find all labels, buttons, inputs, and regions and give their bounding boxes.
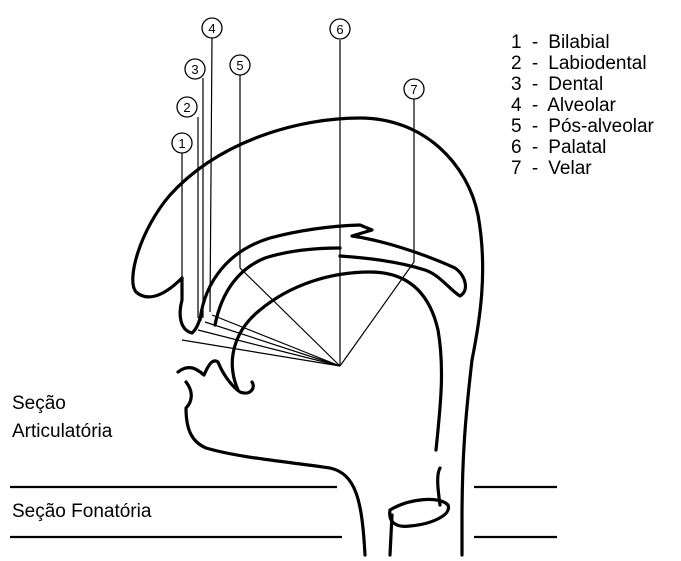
phonatory-section-label: Seção Fonatória <box>12 498 151 526</box>
marker-number-4: 4 <box>208 21 215 36</box>
tongue <box>232 272 441 450</box>
articulatory-section-label: Seção Articulatória <box>12 390 112 446</box>
articulation-ray <box>340 262 414 366</box>
legend-number: 3 <box>511 74 527 95</box>
legend-item: 6- Palatal <box>511 137 654 158</box>
place-of-articulation-legend: 1- Bilabial 2- Labiodental 3- Dental 4- … <box>511 32 654 179</box>
legend-number: 2 <box>511 53 527 74</box>
marker-number-7: 7 <box>410 82 417 97</box>
marker-number-5: 5 <box>236 58 243 73</box>
legend-dash: - <box>527 116 543 137</box>
marker-number-2: 2 <box>183 100 190 115</box>
legend-label: Dental <box>548 74 603 95</box>
legend-number: 4 <box>511 95 527 116</box>
legend-label: Velar <box>548 158 591 179</box>
legend-item: 5- Pós-alveolar <box>511 116 654 137</box>
legend-label: Alveolar <box>547 95 616 116</box>
legend-number: 1 <box>511 32 527 53</box>
marker-stem-4 <box>210 38 212 312</box>
palate-lower <box>215 248 340 325</box>
upper-lip <box>180 278 202 333</box>
legend-item: 2- Labiodental <box>511 53 654 74</box>
legend-number: 6 <box>511 137 527 158</box>
legend-item: 4- Alveolar <box>511 95 654 116</box>
legend-item: 3- Dental <box>511 74 654 95</box>
marker-number-6: 6 <box>336 22 343 37</box>
head-outline <box>133 118 483 555</box>
legend-item: 1- Bilabial <box>511 32 654 53</box>
articulation-ray <box>205 322 340 366</box>
legend-dash: - <box>527 74 543 95</box>
marker-number-1: 1 <box>178 136 185 151</box>
legend-number: 7 <box>511 158 527 179</box>
articulation-ray <box>182 340 340 366</box>
legend-dash: - <box>527 95 543 116</box>
articulatory-label-line1: Seção <box>12 390 112 418</box>
legend-label: Labiodental <box>548 53 646 74</box>
articulation-ray <box>198 330 340 366</box>
articulation-ray <box>240 268 340 366</box>
articulatory-label-line2: Articulatória <box>12 418 112 446</box>
legend-dash: - <box>527 137 543 158</box>
legend-item: 7- Velar <box>511 158 654 179</box>
legend-label: Pós-alveolar <box>548 116 654 137</box>
chin-neck <box>186 382 365 555</box>
larynx-side <box>390 468 440 555</box>
legend-label: Bilabial <box>548 32 609 53</box>
legend-dash: - <box>527 53 543 74</box>
legend-dash: - <box>527 32 543 53</box>
legend-label: Palatal <box>548 137 606 158</box>
legend-number: 5 <box>511 116 527 137</box>
legend-dash: - <box>527 158 543 179</box>
marker-number-3: 3 <box>191 62 198 77</box>
